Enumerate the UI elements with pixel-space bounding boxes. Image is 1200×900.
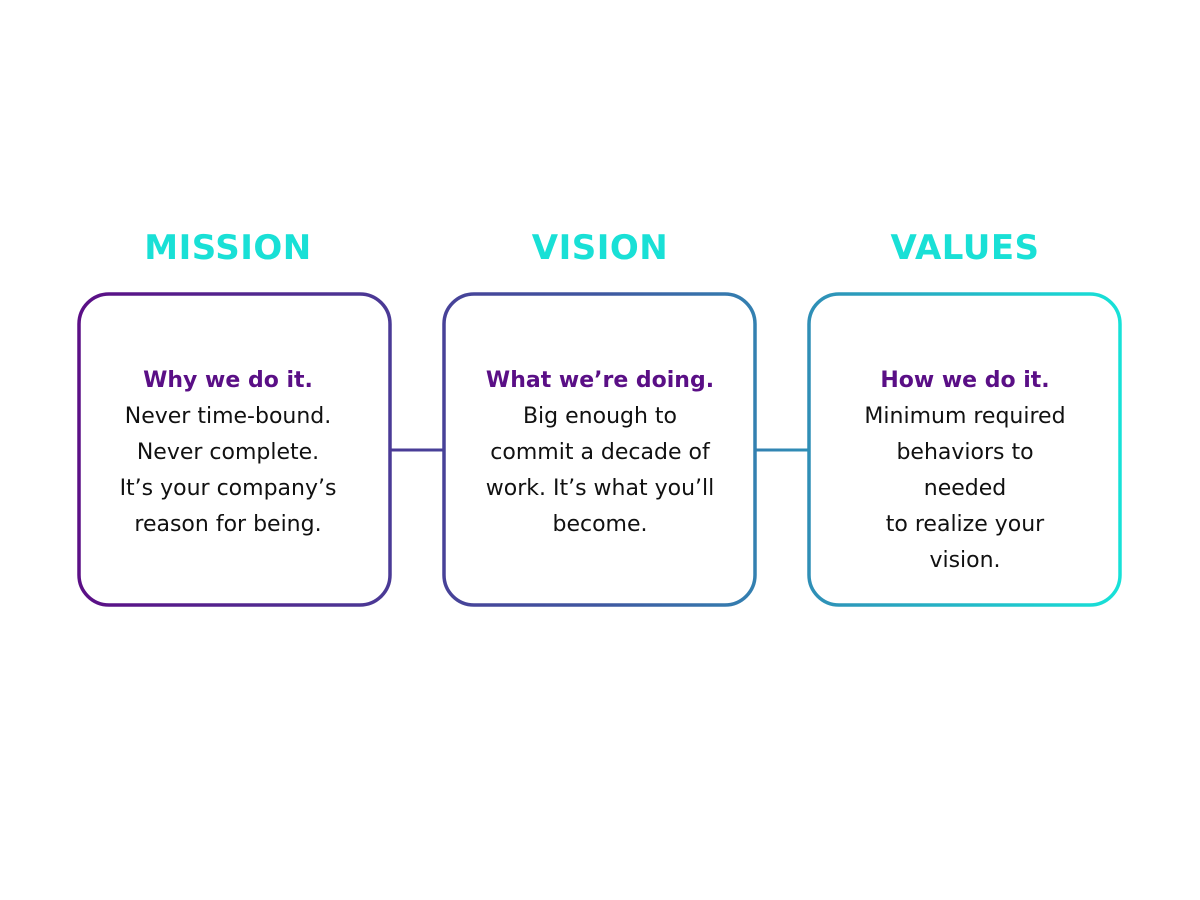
mission-box — [77, 292, 392, 607]
mission-line: reason for being. — [134, 512, 322, 537]
vision-line: work. It’s what you’ll — [485, 476, 715, 501]
vision-box — [442, 292, 757, 607]
vision-line: Big enough to — [522, 404, 678, 429]
values-line: needed — [923, 476, 1007, 501]
mission-line: Never complete. — [136, 440, 320, 465]
vision-lead: What we’re doing. — [485, 368, 715, 393]
values-box — [807, 292, 1122, 607]
vision-description: What we’re doing. Big enough to commit a… — [460, 363, 740, 543]
values-title: VALUES — [890, 228, 1040, 268]
mission-lead: Why we do it. — [143, 368, 313, 393]
mission-description: Why we do it. Never time-bound. Never co… — [88, 363, 368, 543]
values-lead: How we do it. — [880, 368, 1050, 393]
values-line: behaviors to — [896, 440, 1034, 465]
vision-line: become. — [552, 512, 648, 537]
values-line: Minimum required — [864, 404, 1066, 429]
values-description: How we do it. Minimum required behaviors… — [825, 363, 1105, 579]
vision-line: commit a decade of — [490, 440, 710, 465]
mission-line: It’s your company’s — [119, 476, 337, 501]
mission-title: MISSION — [144, 228, 312, 268]
mission-line: Never time-bound. — [124, 404, 332, 429]
values-line: to realize your — [885, 512, 1045, 537]
vision-title: VISION — [531, 228, 669, 268]
values-line: vision. — [929, 548, 1001, 573]
